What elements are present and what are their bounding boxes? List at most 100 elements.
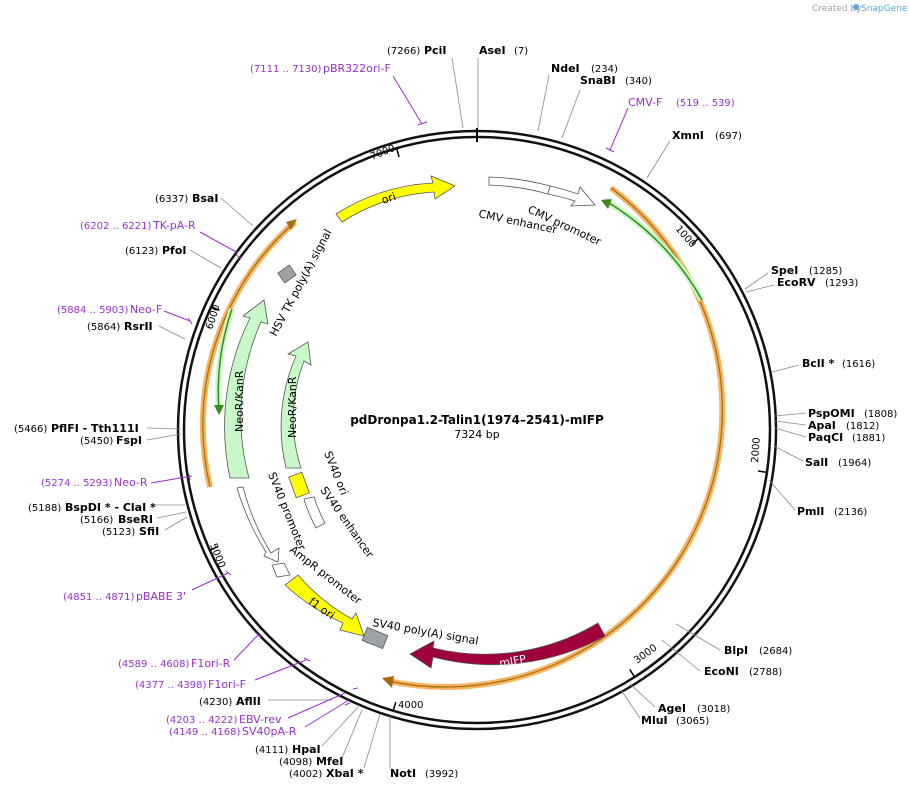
feature-cmv-enhancer[interactable] (488, 176, 551, 195)
svg-text:(6202 .. 6221): (6202 .. 6221) (80, 221, 152, 232)
svg-text:(5188): (5188) (28, 503, 61, 514)
orange-arc-main (387, 185, 726, 690)
svg-text:(1812): (1812) (846, 421, 879, 432)
primer-pbabe-3[interactable]: (4851 .. 4871)pBABE 3' (63, 590, 186, 603)
enzyme-pmli[interactable]: PmlI(2136) (797, 505, 867, 518)
enzyme-aflii[interactable]: (4230)AflII (199, 695, 261, 708)
feature-mifp[interactable] (409, 622, 606, 669)
primer-leaders (150, 75, 629, 728)
svg-text:PaqCI: PaqCI (808, 431, 843, 444)
enzyme-xmni[interactable]: XmnI (697) (672, 129, 742, 142)
enzyme-noti[interactable]: NotI(3992) (390, 767, 458, 780)
svg-text:(4098): (4098) (279, 757, 312, 768)
snapgene-credit: Created by SnapGene (812, 4, 908, 14)
svg-text:pBR322ori-F: pBR322ori-F (323, 62, 391, 75)
svg-text:XbaI *: XbaI * (326, 767, 364, 780)
svg-text:BseRI: BseRI (118, 513, 153, 526)
enzyme-spei[interactable]: SpeI(1285) (771, 264, 842, 277)
svg-text:FspI: FspI (116, 434, 142, 447)
svg-text:AflII: AflII (236, 695, 261, 708)
feature-neor-kanr-1[interactable] (224, 299, 269, 479)
enzyme-bspdi-clai[interactable]: (5188) BspDI * - ClaI * (28, 501, 156, 514)
feature-neor-kanr-2[interactable] (280, 341, 312, 469)
feature-mifp-label: mIFP (498, 652, 527, 670)
svg-text:PspOMI: PspOMI (808, 407, 855, 420)
svg-text:TK-pA-R: TK-pA-R (152, 219, 196, 232)
primer-neo-r[interactable]: (5274 .. 5293)Neo-R (41, 476, 148, 489)
svg-text:(6337): (6337) (155, 194, 188, 205)
enzyme-mlui[interactable]: MluI(3065) (641, 714, 709, 727)
svg-text:XmnI: XmnI (672, 129, 704, 142)
feature-cmv-promoter[interactable] (547, 185, 596, 207)
enzyme-xbai[interactable]: (4002)XbaI * (289, 767, 364, 780)
svg-text:(2684): (2684) (759, 646, 792, 657)
primer-ebv-rev[interactable]: (4203 .. 4222)EBV-rev (166, 713, 282, 726)
feature-sv40-enhancer[interactable] (303, 496, 326, 529)
enzyme-sali[interactable]: SalI(1964) (805, 456, 871, 469)
feature-f1-ori[interactable] (284, 574, 365, 637)
primer-f1ori-f[interactable]: (4377 .. 4398)F1ori-F (135, 678, 246, 691)
svg-text:(5123): (5123) (102, 527, 135, 538)
svg-text:(1808): (1808) (864, 409, 897, 420)
enzyme-sfii[interactable]: (5123)SfiI (102, 525, 159, 538)
svg-text:(4589 .. 4608): (4589 .. 4608) (118, 659, 190, 670)
svg-text:(1616): (1616) (842, 359, 875, 370)
primer-sv40pa-r[interactable]: (4149 .. 4168)SV40pA-R (169, 725, 297, 738)
enzyme-pflfi-tth111i[interactable]: (5466)PflFI - Tth111I (14, 422, 139, 435)
enzyme-asei[interactable]: AseI (7) (479, 44, 528, 57)
svg-text:Neo-F: Neo-F (130, 303, 162, 316)
feature-sv40-ori[interactable] (288, 471, 310, 499)
enzyme-bcli[interactable]: BclI *(1616) (802, 357, 875, 370)
scale-tick-mark (757, 470, 768, 474)
enzyme-pspomi[interactable]: PspOMI (1808) (808, 407, 897, 420)
enzyme-mfei[interactable]: (4098)MfeI (279, 755, 343, 768)
primer-neo-f[interactable]: (5884 .. 5903)Neo-F (57, 303, 162, 316)
primer-cmv-f[interactable]: CMV-F(519 .. 539) (628, 96, 735, 109)
feature-ori[interactable] (335, 175, 456, 223)
tick-1000: 1000 (673, 224, 698, 250)
feature-sv40-promoter[interactable] (236, 486, 280, 563)
enzyme-snabi[interactable]: SnaBI(340) (580, 74, 652, 87)
enzyme-blpi[interactable]: BlpI (2684) (724, 644, 792, 657)
svg-text:BlpI: BlpI (724, 644, 748, 657)
feature-neor-kanr-1-label: NeoR/KanR (233, 370, 246, 432)
enzyme-rsrii[interactable]: (5864)RsrII (87, 320, 153, 333)
svg-text:NdeI: NdeI (551, 62, 580, 75)
svg-text:(5884 .. 5903): (5884 .. 5903) (57, 305, 129, 316)
svg-text:BspDI * - ClaI *: BspDI * - ClaI * (65, 501, 156, 514)
enzyme-pfoi[interactable]: (6123)PfoI (125, 244, 187, 257)
feature-hsv-tk-polya[interactable] (277, 264, 297, 284)
svg-text:(6123): (6123) (125, 246, 158, 257)
primer-pbr322ori-f[interactable]: (7111 .. 7130)pBR322ori-F (250, 62, 391, 75)
credit-prefix: Created by (812, 4, 862, 14)
enzyme-agei[interactable]: AgeI(3018) (658, 702, 730, 715)
enzyme-paqci[interactable]: PaqCI(1881) (808, 431, 885, 444)
primer-f1ori-r[interactable]: (4589 .. 4608)F1ori-R (118, 657, 231, 670)
svg-text:(697): (697) (715, 131, 742, 142)
svg-text:(7): (7) (514, 46, 528, 57)
svg-text:(4149 .. 4168): (4149 .. 4168) (169, 727, 241, 738)
enzyme-apai[interactable]: ApaI(1812) (808, 419, 879, 432)
svg-text:EcoNI: EcoNI (704, 665, 739, 678)
svg-text:PciI: PciI (424, 44, 446, 57)
enzyme-bsai[interactable]: (6337)BsaI (155, 192, 218, 205)
green-arc-cmv (602, 197, 705, 302)
svg-text:MluI: MluI (641, 714, 668, 727)
enzyme-hpai[interactable]: (4111)HpaI (255, 743, 321, 756)
enzyme-econi[interactable]: EcoNI(2788) (704, 665, 782, 678)
enzyme-pcii[interactable]: (7266)PciI (387, 44, 446, 57)
primer-tk-pa-r[interactable]: (6202 .. 6221)TK-pA-R (80, 219, 196, 232)
svg-text:AseI: AseI (479, 44, 506, 57)
enzyme-bseri[interactable]: (5166)BseRI (80, 513, 153, 526)
svg-text:EcoRV: EcoRV (777, 276, 816, 289)
feature-sv40-polya[interactable] (361, 626, 389, 650)
svg-text:SnaBI: SnaBI (580, 74, 616, 87)
svg-text:(3992): (3992) (425, 769, 458, 780)
enzyme-ecorv[interactable]: EcoRV(1293) (777, 276, 858, 289)
feature-ampr-promoter[interactable] (271, 562, 291, 578)
svg-text:RsrII: RsrII (124, 320, 153, 333)
enzyme-ndei[interactable]: NdeI(234) (551, 62, 618, 75)
svg-text:(519 .. 539): (519 .. 539) (676, 98, 735, 109)
enzyme-fspi[interactable]: (5450)FspI (80, 434, 142, 447)
